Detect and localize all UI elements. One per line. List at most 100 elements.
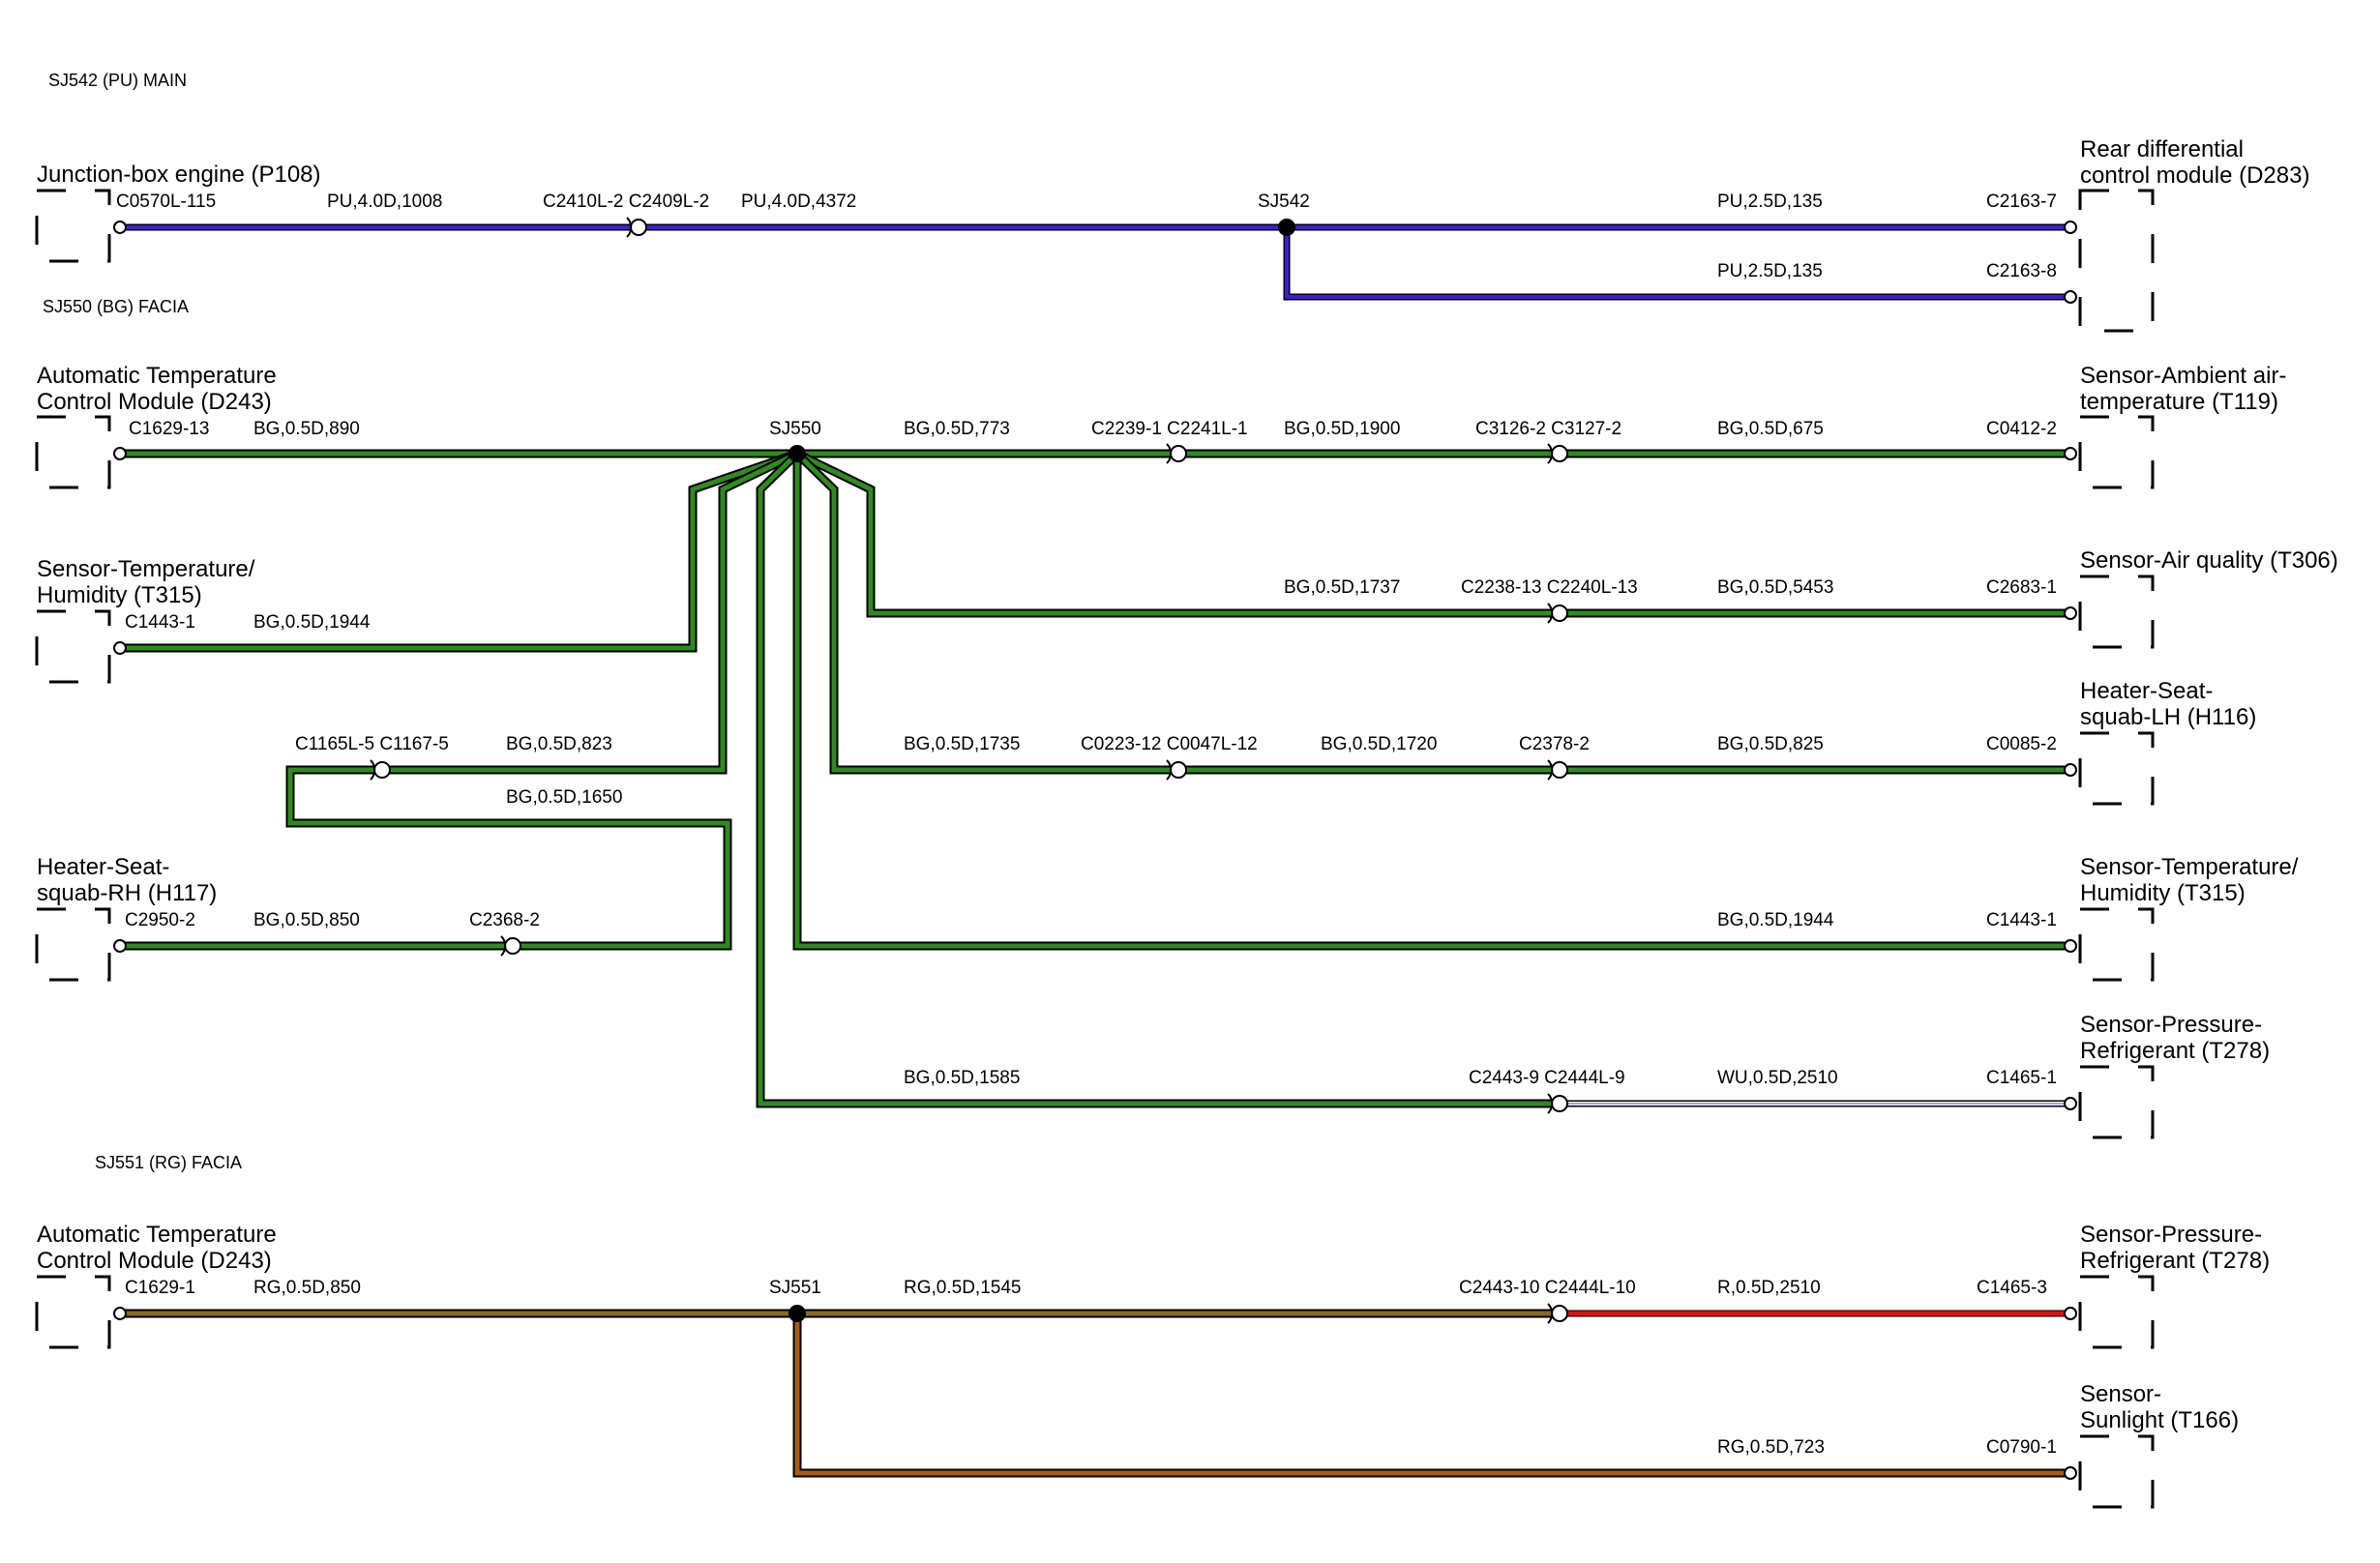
- connector-label: C2163-8: [1986, 261, 2057, 281]
- wire-label: BG,0.5D,773: [904, 419, 1010, 439]
- inline-connectors: [370, 217, 1568, 1324]
- component-box-air-quality: [2078, 575, 2155, 649]
- wire-label: BG,0.5D,675: [1717, 419, 1824, 439]
- connector-label: C2683-1: [1986, 577, 2057, 598]
- wire-label: PU,2.5D,135: [1717, 261, 1823, 281]
- component-title-air-quality: Sensor-Air quality (T306): [2080, 547, 2338, 574]
- wire-label: BG,0.5D,823: [506, 734, 612, 754]
- wire-label: BG,0.5D,1585: [904, 1068, 1020, 1088]
- component-title-heater-rh: Heater-Seat-squab-RH (H117): [37, 854, 217, 906]
- connector-label: C1629-1: [125, 1278, 195, 1298]
- component-box-atcm-rg: [35, 1275, 111, 1349]
- section-label-pu: SJ542 (PU) MAIN: [48, 71, 187, 90]
- connector-symbol: [1547, 1303, 1568, 1324]
- connector-label: C1629-13: [129, 419, 209, 439]
- connector-label: C2239-1 C2241L-1: [1091, 419, 1248, 439]
- component-title-pressure-rg: Sensor-Pressure-Refrigerant (T278): [2080, 1222, 2270, 1274]
- component-box-sunlight: [2078, 1434, 2155, 1509]
- component-box-heater-lh: [2078, 731, 2155, 806]
- connector-label: C1443-1: [125, 612, 195, 633]
- wire-label: RG,0.5D,723: [1717, 1437, 1825, 1458]
- component-box-pressure-bg: [2078, 1065, 2155, 1139]
- wire-rg-group: [120, 1309, 2070, 1478]
- connector-symbol: [1547, 603, 1568, 624]
- component-title-heater-lh: Heater-Seat-squab-LH (H116): [2080, 678, 2256, 730]
- wire-label: WU,0.5D,2510: [1717, 1068, 1838, 1088]
- splice-label-sj542: SJ542: [1258, 192, 1310, 212]
- component-box-temp-hum-left: [35, 609, 111, 684]
- connector-symbol: [1547, 759, 1568, 781]
- connector-label: C0570L-115: [116, 192, 216, 212]
- connector-symbol: [1547, 1093, 1568, 1114]
- connector-label: C2238-13 C2240L-13: [1461, 577, 1638, 598]
- connector-label: C2443-10 C2444L-10: [1459, 1278, 1636, 1298]
- wire-label: BG,0.5D,1737: [1284, 577, 1400, 598]
- splice-label-sj551: SJ551: [769, 1278, 821, 1298]
- section-label-rg: SJ551 (RG) FACIA: [95, 1153, 242, 1172]
- connector-symbol: [626, 217, 647, 238]
- component-box-heater-rh: [35, 907, 111, 982]
- connector-label: C1465-3: [1977, 1278, 2047, 1298]
- wire-label: BG,0.5D,890: [253, 419, 360, 439]
- component-title-temp-hum-left: Sensor-Temperature/Humidity (T315): [37, 556, 255, 608]
- wire-pu-main: [120, 223, 2070, 301]
- wire-label: BG,0.5D,1735: [904, 734, 1020, 754]
- splice-label-sj550: SJ550: [769, 419, 821, 439]
- connector-label: C2378-2: [1519, 734, 1590, 754]
- connector-symbol: [370, 759, 391, 781]
- component-box-temp-hum-right: [2078, 907, 2155, 982]
- wire-label: BG,0.5D,1720: [1321, 734, 1437, 754]
- connector-label: C0790-1: [1986, 1437, 2057, 1458]
- splice-dot-sj551: [788, 1305, 806, 1322]
- section-label-bg: SJ550 (BG) FACIA: [43, 297, 189, 316]
- connector-label: C2410L-2 C2409L-2: [543, 192, 709, 212]
- wire-label: BG,0.5D,1944: [253, 612, 371, 633]
- component-box-atcm-bg: [35, 415, 111, 489]
- component-title-sunlight: Sensor-Sunlight (T166): [2080, 1381, 2239, 1433]
- wire-label: PU,2.5D,135: [1717, 192, 1823, 212]
- component-box-rear-diff: [2078, 189, 2155, 333]
- wire-bg-group: [120, 449, 2070, 1108]
- wire-labels: PU,4.0D,1008 PU,4.0D,4372 PU,2.5D,135 PU…: [253, 192, 1838, 1458]
- connector-symbol: [1166, 759, 1187, 781]
- wire-label: R,0.5D,2510: [1717, 1278, 1821, 1298]
- component-box-ambient: [2078, 415, 2155, 489]
- connector-symbol: [500, 935, 521, 957]
- wire-label: PU,4.0D,4372: [741, 192, 856, 212]
- connector-label: C1443-1: [1986, 910, 2057, 930]
- wire-label: BG,0.5D,825: [1717, 734, 1824, 754]
- connector-symbol: [1547, 443, 1568, 464]
- component-boxes: [35, 189, 2155, 1509]
- wire-label: BG,0.5D,1900: [1284, 419, 1400, 439]
- wires: [120, 223, 2070, 1478]
- pin-terminals: [113, 221, 2077, 1480]
- wire-label: BG,0.5D,1944: [1717, 910, 1834, 930]
- wire-label: BG,0.5D,5453: [1717, 577, 1833, 598]
- connector-label: C0412-2: [1986, 419, 2057, 439]
- component-title-ambient: Sensor-Ambient air-temperature (T119): [2080, 363, 2286, 415]
- connector-label: C1165L-5 C1167-5: [295, 734, 449, 754]
- wire-label: BG,0.5D,1650: [506, 787, 622, 808]
- connector-label: C0085-2: [1986, 734, 2057, 754]
- component-title-pressure-bg: Sensor-Pressure-Refrigerant (T278): [2080, 1012, 2270, 1064]
- connector-label: C0223-12 C0047L-12: [1081, 734, 1258, 754]
- component-box-pressure-rg: [2078, 1275, 2155, 1349]
- component-title-junction-box: Junction-box engine (P108): [37, 162, 321, 188]
- connector-label: C2368-2: [469, 910, 540, 930]
- wire-label: PU,4.0D,1008: [327, 192, 442, 212]
- connector-label: C1465-1: [1986, 1068, 2057, 1088]
- wire-label: BG,0.5D,850: [253, 910, 360, 930]
- connector-label: C2163-7: [1986, 192, 2057, 212]
- wire-label: RG,0.5D,850: [253, 1278, 361, 1298]
- connector-labels: C0570L-115 C2410L-2 C2409L-2 C2163-7 C21…: [116, 192, 2057, 1458]
- connector-label: C3126-2 C3127-2: [1475, 419, 1621, 439]
- component-title-temp-hum-right: Sensor-Temperature/Humidity (T315): [2080, 854, 2299, 906]
- connector-symbol: [1166, 443, 1187, 464]
- splice-dot-sj550: [788, 445, 806, 462]
- wire-label: RG,0.5D,1545: [904, 1278, 1021, 1298]
- component-box-junction-box: [35, 189, 111, 263]
